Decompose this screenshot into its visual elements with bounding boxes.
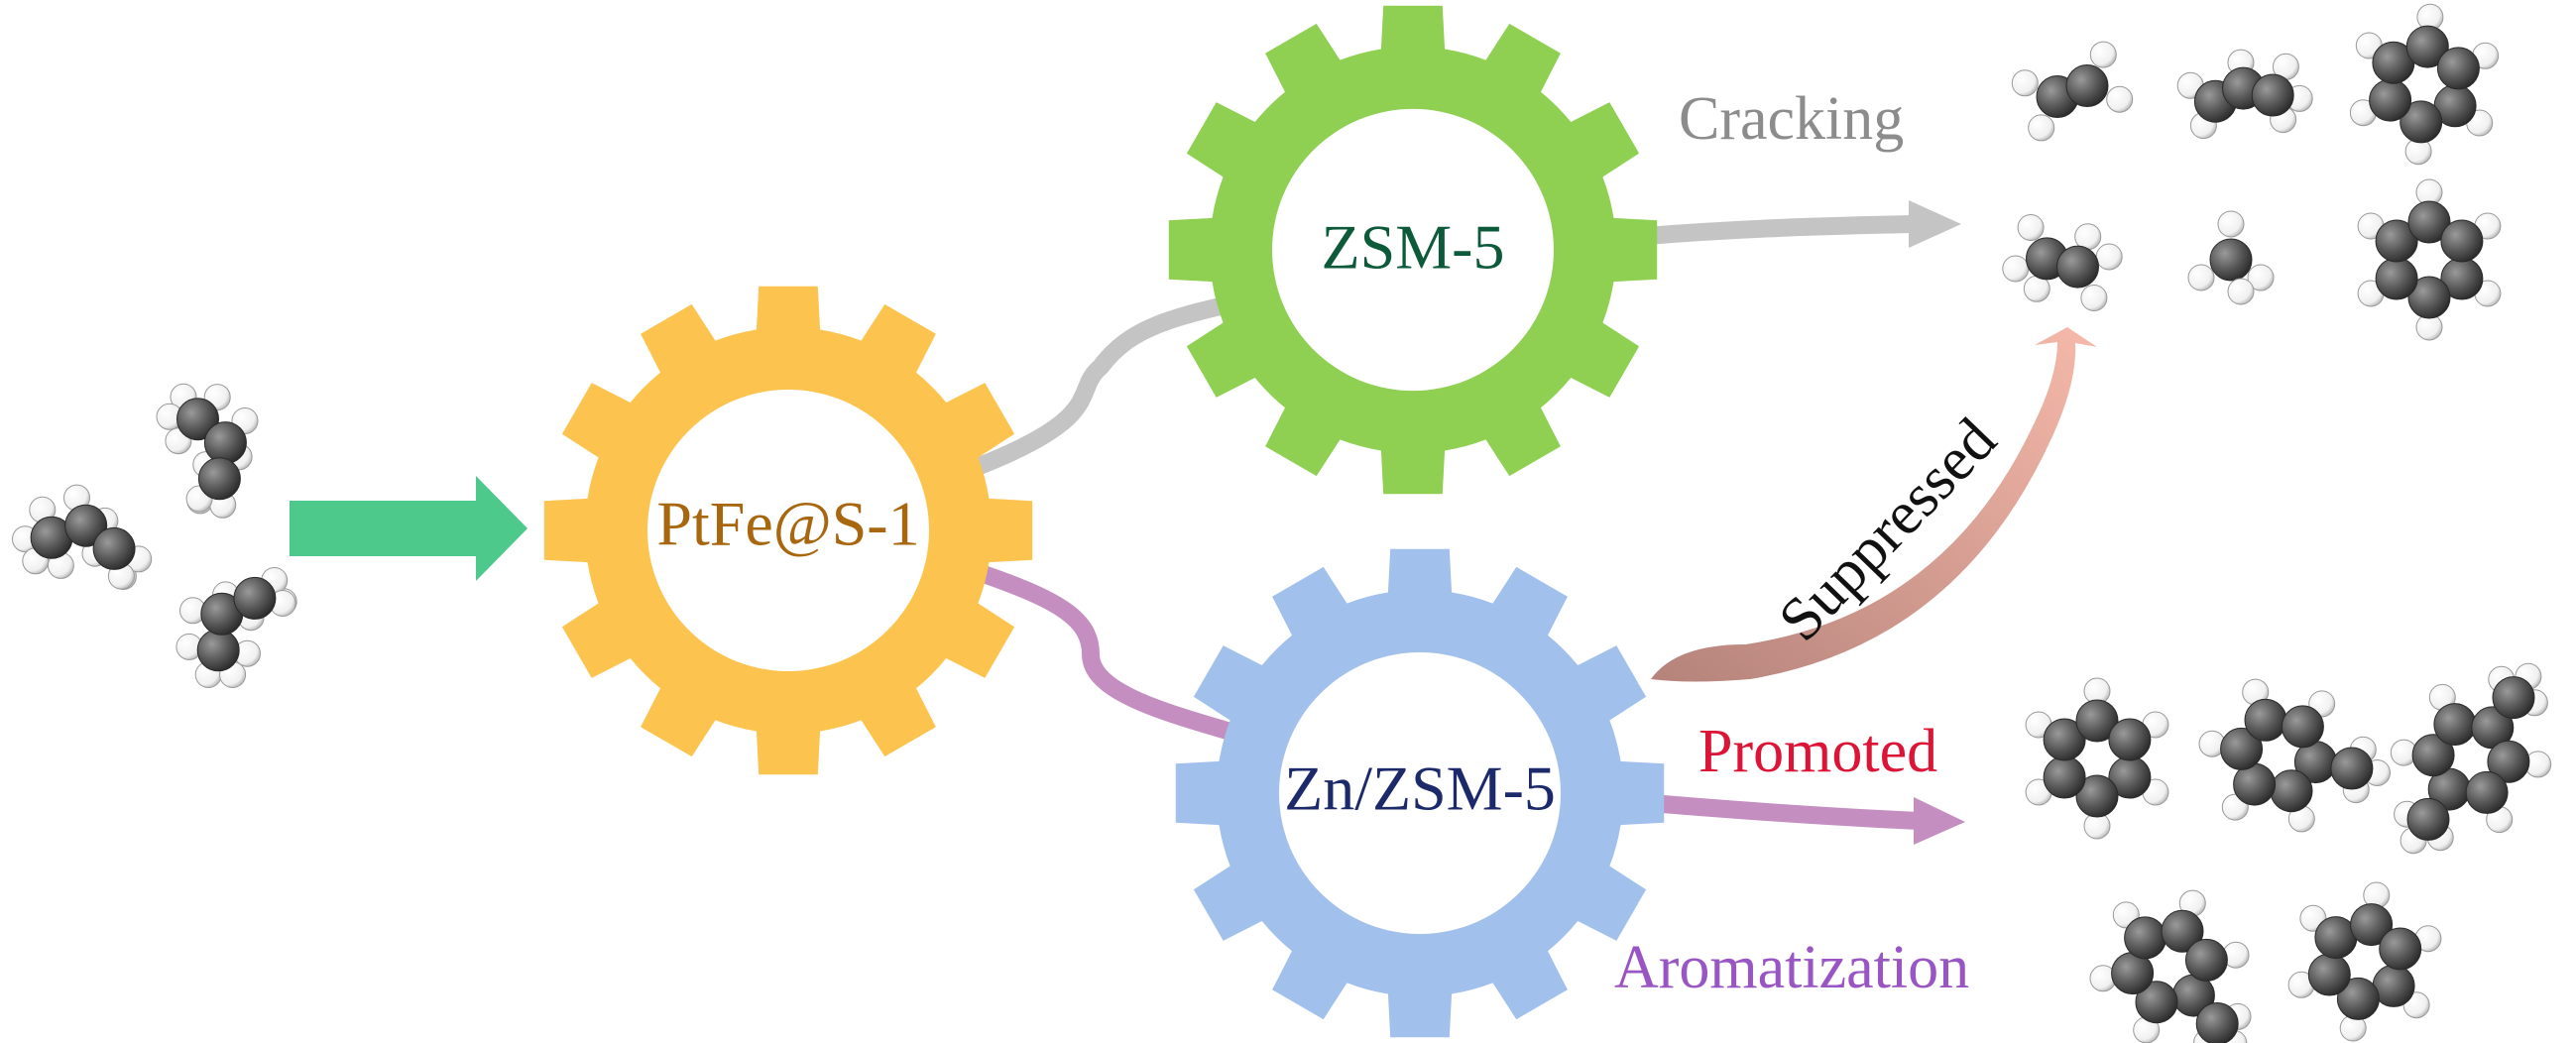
carbon-atom	[2379, 927, 2422, 971]
carbon-atom	[2406, 797, 2450, 841]
benzene-molecule-icon	[2357, 178, 2502, 341]
carbon-atom	[64, 504, 108, 547]
butene-molecule-icon	[2349, 3, 2500, 166]
ethylene-molecule-icon	[2011, 41, 2134, 142]
znzsm5-gear	[1175, 548, 1665, 1038]
hydrogen-atom	[2227, 278, 2255, 305]
carbon-atom	[2369, 78, 2412, 122]
benzene-molecule-icon	[2287, 881, 2442, 1042]
gear-ptfe-shape	[543, 286, 1033, 775]
carbon-atom	[2209, 238, 2253, 282]
carbon-atom	[2251, 73, 2294, 117]
carbon-atom	[2330, 747, 2374, 790]
carbon-atom	[2436, 47, 2480, 90]
hydrogen-atom	[2089, 41, 2117, 68]
hydrogen-atom	[2247, 264, 2275, 291]
xylene-molecule-icon	[2390, 662, 2552, 855]
suppressed-arrow	[1651, 327, 2097, 682]
propane-molecule-icon	[176, 567, 297, 688]
ethylbenzene-molecule-icon	[2089, 889, 2252, 1043]
hydrogen-atom	[2011, 69, 2039, 97]
carbon-atom	[2124, 916, 2167, 960]
hydrogen-atom	[2217, 210, 2245, 238]
carbon-atom	[2433, 703, 2477, 747]
cracking-connector	[958, 289, 1268, 480]
hydrogen-atom	[2095, 243, 2123, 271]
carbon-atom	[2043, 718, 2086, 761]
carbon-atom	[2400, 100, 2443, 144]
znzsm5-label: Zn/ZSM-5	[1284, 753, 1556, 824]
carbon-atom	[2270, 769, 2313, 813]
aromatization-arrowhead	[1914, 797, 1965, 845]
methane-molecule-icon	[2187, 210, 2275, 305]
carbon-atom	[2375, 257, 2418, 300]
aromatization-connector	[963, 561, 1263, 748]
carbon-atom	[2375, 219, 2418, 263]
carbon-atom	[2487, 740, 2530, 783]
carbon-atom	[2336, 977, 2380, 1020]
hydrogen-atom	[2106, 85, 2134, 113]
carbon-atom	[2184, 938, 2228, 982]
carbon-atom	[2075, 699, 2119, 743]
carbon-atom	[2492, 676, 2535, 720]
aromatic-products	[2025, 662, 2552, 1043]
carbon-atom	[2043, 755, 2086, 799]
carbon-atom	[2075, 774, 2119, 818]
propane-molecule-icon	[12, 484, 153, 590]
carbon-atom	[2065, 64, 2109, 107]
promoted-label: Promoted	[1698, 718, 1937, 785]
carbon-atom	[2350, 903, 2394, 947]
carbon-atom	[2405, 25, 2449, 68]
hydrogen-atom	[2017, 214, 2045, 241]
carbon-atom	[92, 526, 136, 570]
benzene-molecule-icon	[2025, 677, 2169, 840]
carbon-atom	[197, 457, 241, 501]
carbon-atom	[203, 421, 247, 465]
carbon-atom	[2161, 909, 2204, 953]
ptfe-gear	[543, 286, 1033, 775]
ethane-molecule-icon	[2002, 214, 2123, 311]
gear-znzsm5-shape	[1175, 548, 1665, 1038]
zsm5-label: ZSM-5	[1322, 212, 1505, 283]
carbon-atom	[2407, 276, 2451, 319]
toluene-molecule-icon	[2198, 678, 2391, 833]
aromatization-label: Aromatization	[1614, 934, 1969, 1001]
carbon-atom	[196, 629, 240, 672]
carbon-atom	[2307, 953, 2351, 996]
cracking-arrow	[1645, 215, 1915, 245]
ptfe-label: PtFe@S-1	[656, 489, 919, 559]
cracking-label: Cracking	[1679, 85, 1904, 153]
carbon-atom	[2411, 734, 2455, 777]
carbon-atom	[2220, 727, 2264, 770]
carbon-atom	[2195, 1002, 2239, 1043]
propane-molecule-icon	[156, 383, 259, 519]
carbon-atom	[2135, 981, 2178, 1024]
carbon-atom	[2407, 200, 2451, 244]
carbon-atom	[2281, 705, 2324, 749]
carbon-atom	[233, 576, 277, 620]
gear-zsm5-shape	[1168, 5, 1658, 495]
aromatization-arrow	[1650, 794, 1920, 830]
zsm5-gear	[1168, 5, 1658, 495]
hydrogen-atom	[2002, 255, 2030, 283]
carbon-atom	[2056, 245, 2099, 289]
carbon-atom	[2465, 770, 2509, 814]
hydrogen-atom	[2028, 114, 2055, 142]
cracking-products	[2002, 3, 2502, 341]
propylene-molecule-icon	[2176, 49, 2313, 140]
hydrogen-atom	[2187, 264, 2215, 291]
carbon-atom	[2244, 698, 2287, 742]
feed-arrow	[290, 476, 527, 581]
carbon-atom	[2108, 718, 2152, 761]
carbon-atom	[2440, 219, 2484, 263]
cracking-arrowhead	[1909, 200, 1961, 248]
reactant-molecules	[12, 383, 297, 688]
hydrogen-atom	[2080, 285, 2108, 311]
carbon-atom	[176, 398, 219, 441]
